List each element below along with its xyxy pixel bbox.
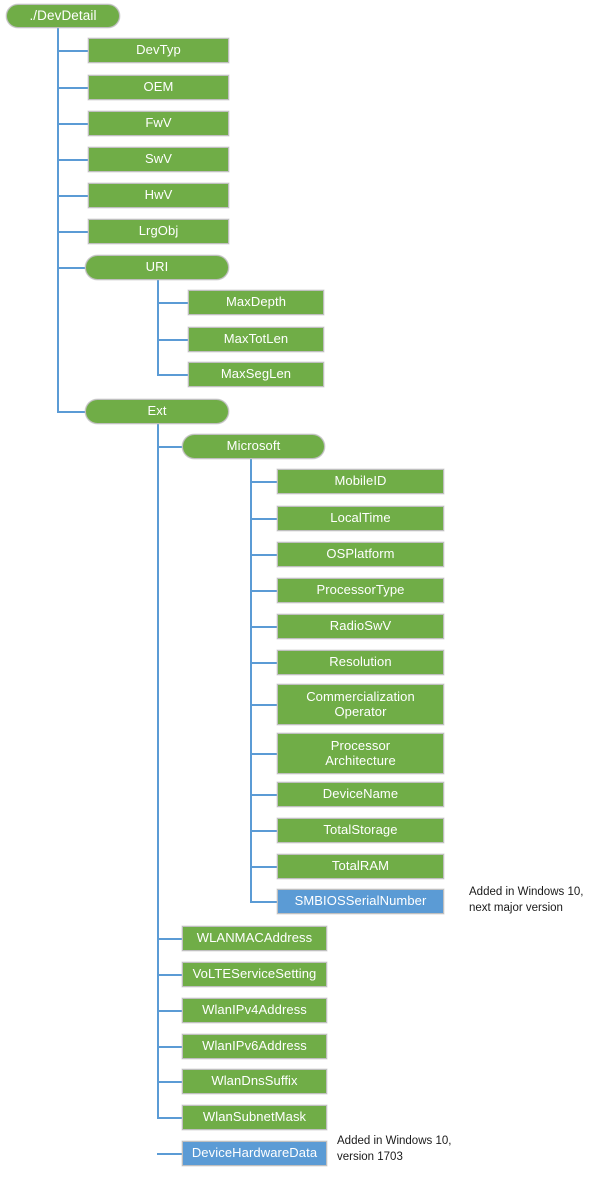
connector-ext-wlansubnet xyxy=(157,1117,188,1119)
connector-root-fwv xyxy=(57,123,88,125)
connector-ext-devhwdata xyxy=(157,1153,188,1155)
node-wlandnssuffix[interactable]: WlanDnsSuffix xyxy=(182,1069,327,1094)
node-uri[interactable]: URI xyxy=(85,255,229,280)
node-wlansubnetmask[interactable]: WlanSubnetMask xyxy=(182,1105,327,1130)
connector-uri-maxtotlen xyxy=(157,339,188,341)
node-maxdepth[interactable]: MaxDepth xyxy=(188,290,324,315)
connector-ms-devicename xyxy=(250,794,278,796)
node-devicename[interactable]: DeviceName xyxy=(277,782,444,807)
connector-ext-wlanipv6 xyxy=(157,1046,188,1048)
node-fwv[interactable]: FwV xyxy=(88,111,229,136)
node-maxseglen[interactable]: MaxSegLen xyxy=(188,362,324,387)
connector-root-lrgobj xyxy=(57,231,88,233)
connector-ms-osplatform xyxy=(250,554,278,556)
connector-trunk-microsoft xyxy=(250,459,252,902)
connector-ms-mobileid xyxy=(250,481,278,483)
connector-root-uri xyxy=(57,267,88,269)
connector-ms-smbios xyxy=(250,901,278,903)
node-totalstorage[interactable]: TotalStorage xyxy=(277,818,444,843)
connector-trunk-root xyxy=(57,24,59,412)
connector-root-ext xyxy=(57,411,88,413)
annotation-devicehardwaredata: Added in Windows 10, version 1703 xyxy=(337,1135,452,1163)
node-processor-architecture[interactable]: Processor Architecture xyxy=(277,733,444,774)
annotation-smbiosserialnumber: Added in Windows 10, next major version xyxy=(469,886,584,914)
connector-ms-totalstorage xyxy=(250,830,278,832)
node-maxtotlen[interactable]: MaxTotLen xyxy=(188,327,324,352)
node-root-devdetail[interactable]: ./DevDetail xyxy=(6,4,120,28)
connector-ms-totalram xyxy=(250,866,278,868)
connector-root-swv xyxy=(57,159,88,161)
node-wlanipv6address[interactable]: WlanIPv6Address xyxy=(182,1034,327,1059)
node-hwv[interactable]: HwV xyxy=(88,183,229,208)
connector-ms-procarch xyxy=(250,753,278,755)
node-processortype[interactable]: ProcessorType xyxy=(277,578,444,603)
node-oem[interactable]: OEM xyxy=(88,75,229,100)
node-commercialization-operator[interactable]: Commercialization Operator xyxy=(277,684,444,725)
node-resolution[interactable]: Resolution xyxy=(277,650,444,675)
connector-root-oem xyxy=(57,87,88,89)
node-wlanmacaddress[interactable]: WLANMACAddress xyxy=(182,926,327,951)
connector-ms-radioswv xyxy=(250,626,278,628)
connector-ext-volte xyxy=(157,974,188,976)
node-smbiosserialnumber[interactable]: SMBIOSSerialNumber xyxy=(277,889,444,914)
node-ext[interactable]: Ext xyxy=(85,399,229,424)
node-swv[interactable]: SwV xyxy=(88,147,229,172)
connector-ms-commop xyxy=(250,704,278,706)
connector-uri-maxseglen xyxy=(157,374,188,376)
connector-trunk-ext xyxy=(157,424,159,1117)
node-localtime[interactable]: LocalTime xyxy=(277,506,444,531)
connector-ext-microsoft xyxy=(157,446,188,448)
node-radioswv[interactable]: RadioSwV xyxy=(277,614,444,639)
node-wlanipv4address[interactable]: WlanIPv4Address xyxy=(182,998,327,1023)
node-devicehardwaredata[interactable]: DeviceHardwareData xyxy=(182,1141,327,1166)
node-osplatform[interactable]: OSPlatform xyxy=(277,542,444,567)
node-microsoft[interactable]: Microsoft xyxy=(182,434,325,459)
connector-ext-wlandns xyxy=(157,1081,188,1083)
connector-ms-localtime xyxy=(250,518,278,520)
node-voltservicesetting[interactable]: VoLTEServiceSetting xyxy=(182,962,327,987)
connector-root-devtyp xyxy=(57,50,88,52)
connector-ext-wlanmac xyxy=(157,938,188,940)
connector-ms-resolution xyxy=(250,662,278,664)
connector-trunk-uri xyxy=(157,280,159,375)
node-devtyp[interactable]: DevTyp xyxy=(88,38,229,63)
connector-ext-wlanipv4 xyxy=(157,1010,188,1012)
connector-root-hwv xyxy=(57,195,88,197)
connector-ms-processortype xyxy=(250,590,278,592)
node-lrgobj[interactable]: LrgObj xyxy=(88,219,229,244)
node-mobileid[interactable]: MobileID xyxy=(277,469,444,494)
connector-uri-maxdepth xyxy=(157,302,188,304)
node-totalram[interactable]: TotalRAM xyxy=(277,854,444,879)
